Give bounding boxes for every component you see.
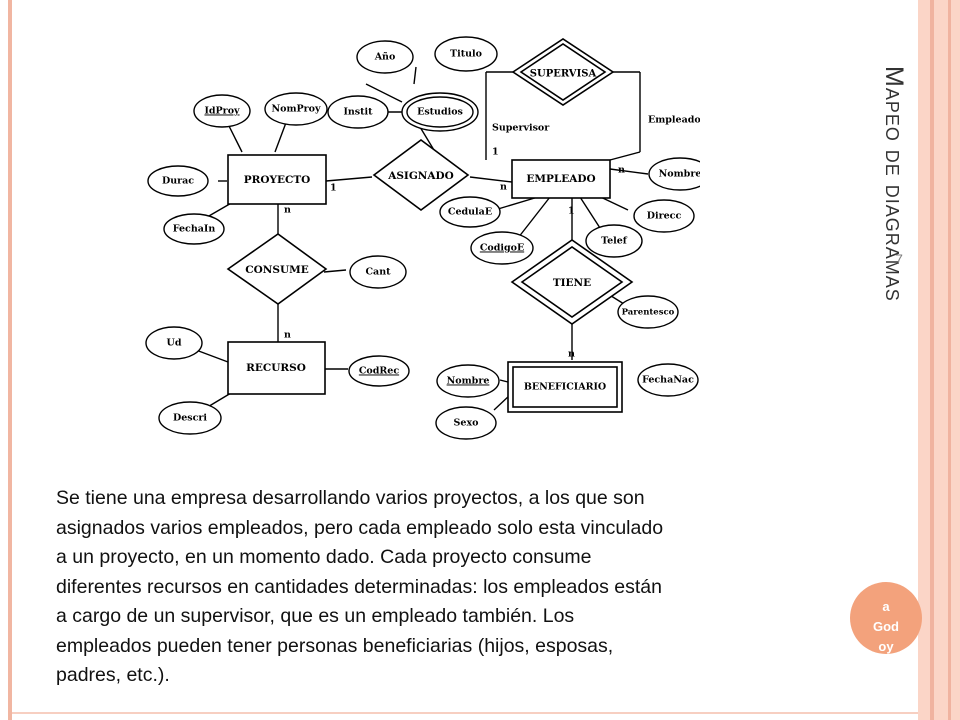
description-line: diferentes recursos en cantidades determ… bbox=[56, 575, 662, 598]
attr-anio-label: Año bbox=[374, 52, 396, 63]
card-empleado-side: n bbox=[618, 165, 625, 176]
attr-fechain-label: FechaIn bbox=[173, 224, 216, 235]
bottom-frame-line bbox=[12, 712, 918, 714]
attr-durac bbox=[147, 165, 209, 197]
description-line: padres, etc.). bbox=[56, 664, 170, 686]
attr-cedulae bbox=[439, 196, 501, 228]
attr-fechain bbox=[163, 213, 225, 245]
rel-consume-label: CONSUME bbox=[245, 264, 308, 276]
description-line: Se tiene una empresa desarrollando vario… bbox=[56, 487, 645, 509]
right-decorative-panel bbox=[918, 0, 960, 720]
attr-descri bbox=[158, 401, 222, 435]
rel-tiene-inner bbox=[520, 246, 624, 318]
attr-direcc-label: Direcc bbox=[647, 211, 682, 222]
attr-parentesco-label: Parentesco bbox=[622, 308, 675, 318]
rel-supervisa-label: SUPERVISA bbox=[530, 69, 597, 80]
card-asignado-empleado: n bbox=[500, 182, 507, 193]
attr-codigoe bbox=[470, 231, 534, 265]
attr-telef bbox=[585, 224, 643, 258]
attr-nomproy bbox=[264, 92, 328, 126]
attr-ud-label: Ud bbox=[167, 338, 182, 349]
rel-asignado-label: ASIGNADO bbox=[387, 170, 454, 182]
attr-idproy bbox=[193, 94, 251, 128]
description-line: a cargo de un supervisor, que es un empl… bbox=[56, 605, 575, 627]
attr-estudios-label: Estudios bbox=[417, 107, 463, 118]
author-badge: a God oy bbox=[850, 582, 922, 654]
attr-nombre-empleado-label: Nombre bbox=[659, 169, 700, 180]
attr-parentesco bbox=[617, 295, 679, 329]
card-proyecto-asignado: 1 bbox=[330, 183, 337, 194]
attr-fechanac-label: FechaNac bbox=[642, 375, 694, 386]
description-line: a un proyecto, en un momento dado. Cada … bbox=[56, 546, 592, 568]
card-consume-recurso: n bbox=[284, 330, 291, 341]
er-diagram: PROYECTO EMPLEADO RECURSO BENEFICIARIO A… bbox=[145, 36, 700, 440]
attr-codrec-label: CodRec bbox=[359, 366, 399, 377]
entity-proyecto bbox=[227, 154, 327, 205]
attr-fechanac bbox=[637, 363, 699, 397]
attr-nomproy-label: NomProy bbox=[271, 104, 321, 115]
entity-recurso bbox=[227, 341, 326, 395]
attr-codigoe-label: CodigoE bbox=[480, 243, 524, 254]
entity-proyecto-label: PROYECTO bbox=[244, 174, 311, 186]
attr-instit bbox=[327, 95, 389, 129]
entity-empleado-label: EMPLEADO bbox=[526, 173, 595, 185]
entity-beneficiario-label: BENEFICIARIO bbox=[524, 382, 606, 393]
rel-consume bbox=[226, 233, 328, 305]
attr-nombre-beneficiario bbox=[436, 364, 500, 398]
role-empleado-label: Empleado bbox=[648, 115, 700, 126]
attr-codrec bbox=[348, 355, 410, 387]
attr-anio bbox=[356, 40, 414, 74]
description-line: empleados pueden tener personas benefici… bbox=[56, 634, 614, 657]
left-frame-line bbox=[8, 0, 12, 720]
description-paragraph: Se tiene una empresa desarrollando vario… bbox=[56, 484, 808, 691]
attr-titulo bbox=[434, 36, 498, 72]
attr-cedulae-label: CedulaE bbox=[448, 207, 492, 218]
attr-nombre-empleado bbox=[648, 157, 700, 191]
attr-ud bbox=[145, 326, 203, 360]
card-supervisor-side: 1 bbox=[492, 147, 499, 158]
attr-sexo bbox=[435, 406, 497, 440]
attr-idproy-label: IdProy bbox=[204, 106, 240, 117]
card-proyecto-consume: n bbox=[284, 205, 291, 216]
rel-supervisa-inner bbox=[519, 43, 607, 101]
role-supervisor-label: Supervisor bbox=[492, 123, 550, 134]
attr-descri-label: Descri bbox=[173, 413, 207, 424]
attr-estudios-inner bbox=[406, 96, 474, 128]
attr-direcc bbox=[633, 199, 695, 233]
entity-empleado bbox=[511, 159, 611, 199]
attr-telef-label: Telef bbox=[601, 236, 628, 247]
attr-sexo-label: Sexo bbox=[454, 418, 479, 429]
slide-title: Mapeo de diagramas bbox=[880, 66, 908, 302]
rel-asignado bbox=[372, 139, 470, 211]
card-tiene-beneficiario: n bbox=[568, 349, 575, 360]
attr-durac-label: Durac bbox=[162, 176, 194, 187]
rel-tiene-label: TIENE bbox=[553, 277, 591, 289]
slide-number: 7 bbox=[895, 251, 903, 267]
entity-beneficiario-inner bbox=[512, 366, 618, 408]
entity-recurso-label: RECURSO bbox=[246, 362, 306, 374]
attr-cant bbox=[349, 255, 407, 289]
attr-nombre-beneficiario-label: Nombre bbox=[447, 376, 490, 387]
description-line: asignados varios empleados, pero cada em… bbox=[56, 516, 664, 539]
card-empleado-tiene: 1 bbox=[568, 206, 575, 217]
attr-cant-label: Cant bbox=[365, 267, 391, 278]
attr-titulo-label: Titulo bbox=[450, 49, 482, 60]
attr-instit-label: Instit bbox=[343, 107, 373, 118]
